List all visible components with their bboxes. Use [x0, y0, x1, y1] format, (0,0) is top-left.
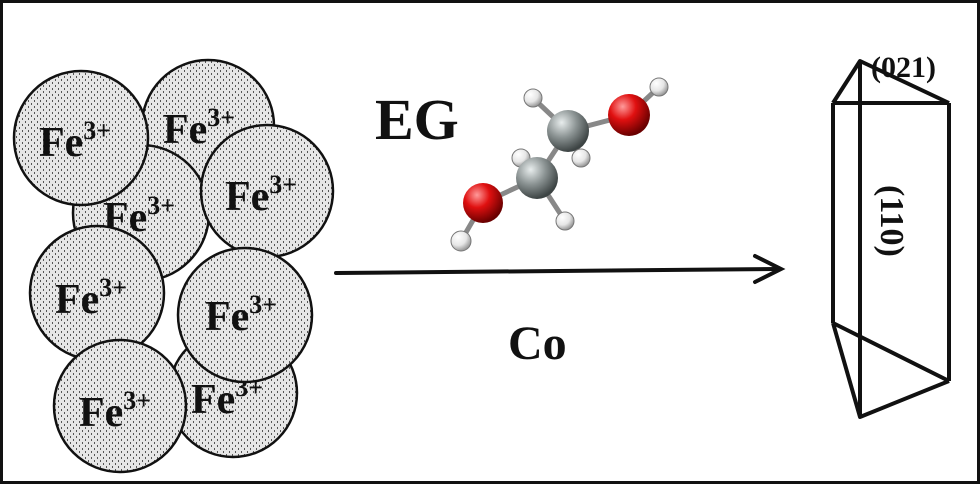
facet-label-side: (110)	[873, 185, 910, 257]
reagent-label: EG	[375, 87, 459, 152]
fe-particle: Fe3+	[12, 69, 150, 207]
svg-text:Fe3+: Fe3+	[39, 116, 111, 166]
ethylene-glycol-molecule-icon	[450, 77, 669, 252]
fe-particle: Fe3+	[199, 123, 335, 259]
fe-particle: Fe3+	[176, 246, 314, 384]
fe-particle-cluster: Fe3+ Fe3+ Fe3+ Fe3+ Fe3+ Fe3+ Fe3+ Fe3+	[12, 58, 335, 474]
condition-label: Co	[508, 317, 567, 370]
svg-text:Fe3+: Fe3+	[163, 103, 235, 153]
fe-particle: Fe3+	[52, 338, 188, 474]
svg-text:Fe3+: Fe3+	[55, 273, 127, 323]
reaction-arrow	[334, 254, 786, 284]
svg-text:Fe3+: Fe3+	[205, 290, 277, 340]
crystal-prism-icon	[831, 59, 951, 419]
svg-text:Fe3+: Fe3+	[79, 386, 151, 436]
reaction-scheme: Fe3+ Fe3+ Fe3+ Fe3+ Fe3+ Fe3+ Fe3+ Fe3+	[12, 51, 951, 474]
svg-text:Fe3+: Fe3+	[225, 170, 297, 220]
facet-label-top: (021)	[871, 51, 936, 84]
fe-particle: Fe3+	[28, 224, 166, 362]
